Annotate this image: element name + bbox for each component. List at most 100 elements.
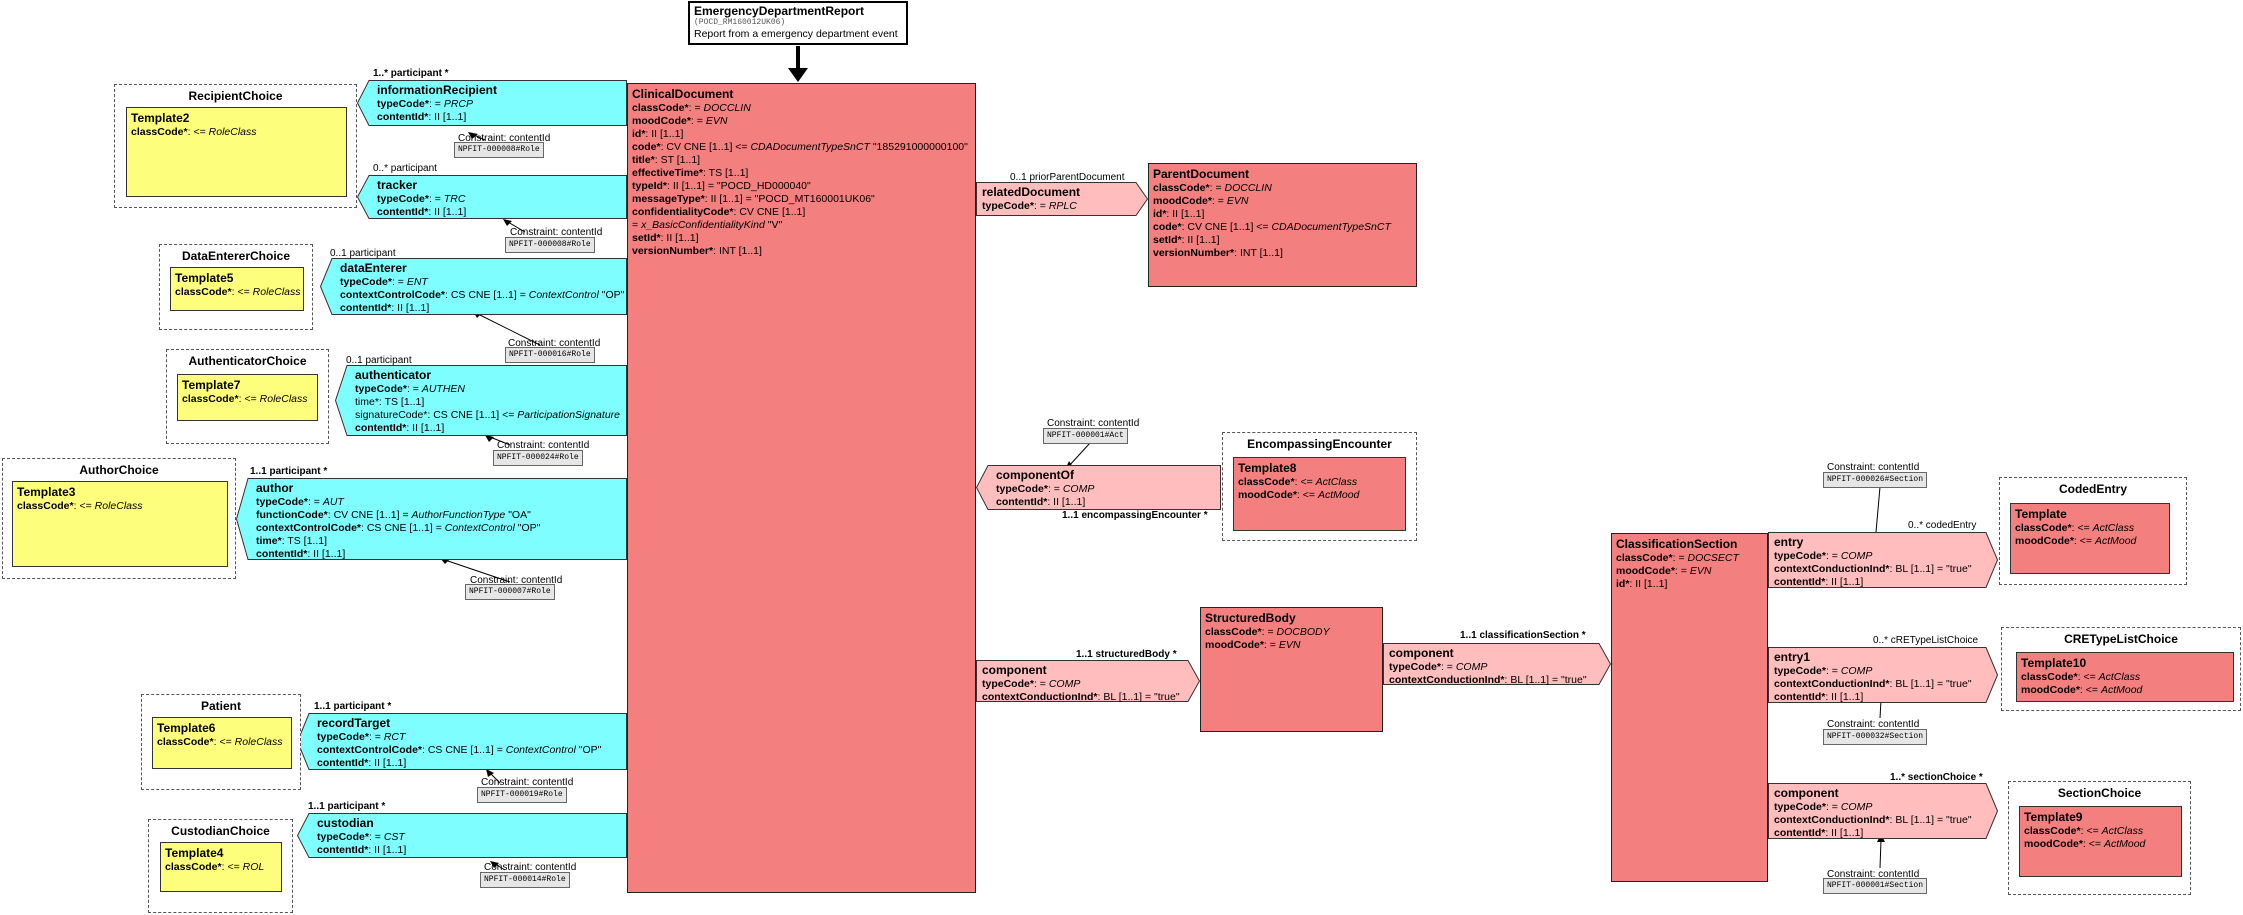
entry-cid: NPFIT-000026#Section — [1823, 472, 1928, 488]
attribute-line: classCode*: = DOCCLIN — [1153, 182, 1272, 194]
attribute-line: contextConductionInd*: BL [1..1] = "true… — [1774, 563, 1972, 575]
related-document-cardinality: 0..1 priorParentDocument — [1010, 172, 1125, 183]
arrow-shape — [1768, 783, 1998, 839]
record-target-cardinality: 1..1 participant * — [314, 701, 392, 712]
attribute-line: title*: ST [1..1] — [632, 154, 701, 166]
template10-title: Template10 — [2021, 656, 2087, 670]
attribute-line: contentId*: II [1..1] — [317, 844, 407, 856]
attribute-line: typeCode*: = COMP — [1774, 801, 1873, 813]
header-title: EmergencyDepartmentReport — [694, 4, 865, 18]
attribute-line: signatureCode*: CS CNE [1..1] <= Partici… — [355, 409, 620, 421]
component-body-cardinality: 1..1 structuredBody * — [1076, 649, 1177, 660]
attribute-line: contentId*: II [1..1] — [317, 757, 407, 769]
author-choice-title: AuthorChoice — [79, 463, 159, 477]
component-section-title: component — [1389, 646, 1454, 660]
attribute-line: classCode*: = DOCCLIN — [632, 102, 751, 114]
structured-body-title: StructuredBody — [1205, 611, 1296, 625]
attribute-line: effectiveTime*: TS [1..1] — [632, 167, 749, 179]
attribute-line: classCode*: <= ActClass — [2015, 522, 2135, 534]
attribute-line: typeCode*: = PRCP — [377, 98, 474, 110]
component-of-cid: NPFIT-000001#Act — [1043, 428, 1128, 444]
template7-box: Template7 classCode*: <= RoleClass — [177, 374, 318, 421]
recipient-choice: RecipientChoice Template2 classCode*: <=… — [114, 84, 357, 208]
attribute-line: typeId*: II [1..1] = "POCD_HD000040" — [632, 180, 811, 192]
template3-attr: classCode*: <= RoleClass — [17, 500, 143, 512]
arrow-shape — [335, 365, 627, 436]
attribute-line: contextControlCode*: CS CNE [1..1] = Con… — [256, 522, 541, 534]
record-target-constraint: Constraint: contentId — [481, 777, 574, 788]
tracker-constraint: Constraint: contentId — [510, 227, 603, 238]
component-sub-constraint: Constraint: contentId — [1827, 869, 1920, 880]
information-recipient-cid: NPFIT-000008#Role — [454, 142, 544, 158]
attribute-line: time*: TS [1..1] — [256, 535, 328, 547]
information-recipient-cardinality: 1..* participant * — [373, 68, 449, 79]
cre-type-list-title: CRETypeListChoice — [2064, 632, 2178, 646]
related-document-title: relatedDocument — [982, 185, 1081, 199]
information-recipient-constraint: Constraint: contentId — [458, 133, 551, 144]
attribute-line: contentId*: II [1..1] — [1774, 576, 1864, 588]
entry-title: entry — [1774, 535, 1804, 549]
attribute-line: id*: II [1..1] — [632, 128, 684, 140]
arrow-shape — [1383, 643, 1611, 685]
arrow-shape — [236, 478, 627, 560]
attribute-line: classCode*: <= ActClass — [2024, 825, 2144, 837]
entry1-cardinality: 0..* cRETypeListChoice — [1873, 635, 1979, 646]
template4-attr: classCode*: <= ROL — [165, 861, 265, 873]
header-subtitle: (POCD_RM160012UK06) — [694, 18, 786, 27]
arrow-shape — [976, 465, 1221, 510]
attribute-line: moodCode*: <= ActMood — [2015, 535, 2137, 547]
section-choice-title: SectionChoice — [2057, 786, 2142, 800]
template7-title: Template7 — [182, 378, 241, 392]
encompassing-encounter-title: EncompassingEncounter — [1247, 437, 1392, 451]
attribute-line: moodCode*: = EVN — [1205, 639, 1301, 651]
template4-title: Template4 — [165, 846, 224, 860]
attribute-line: typeCode*: = AUTHEN — [355, 383, 465, 395]
encompassing-encounter-choice: EncompassingEncounter Template8 classCod… — [1222, 432, 1417, 541]
attribute-line: versionNumber*: INT [1..1] — [632, 245, 762, 257]
template8-title: Template8 — [1238, 461, 1297, 475]
attribute-line: id*: II [1..1] — [1153, 208, 1205, 220]
custodian-choice-title: CustodianChoice — [171, 824, 270, 838]
entry-cardinality: 0..* codedEntry — [1908, 520, 1977, 531]
attribute-line: = x_BasicConfidentialityKind "V" — [632, 219, 783, 231]
attribute-line: setId*: II [1..1] — [1153, 234, 1220, 246]
attribute-line: classCode*: <= ActClass — [1238, 476, 1358, 488]
arrow-shape — [297, 813, 627, 858]
arrow-shape — [1768, 647, 1998, 703]
data-enterer-choice: DataEntererChoice Template5 classCode*: … — [159, 244, 313, 330]
component-sub-title: component — [1774, 786, 1839, 800]
custodian-title: custodian — [317, 816, 374, 830]
patient-choice-title: Patient — [200, 699, 241, 713]
author-constraint: Constraint: contentId — [470, 575, 563, 586]
template-title: Template — [2015, 507, 2067, 521]
custodian-cardinality: 1..1 participant * — [308, 801, 386, 812]
header-box: EmergencyDepartmentReport (POCD_RM160012… — [688, 1, 908, 45]
attribute-line: code*: CV CNE [1..1] <= CDADocumentTypeS… — [632, 141, 968, 153]
attribute-line: contentId*: II [1..1] — [256, 548, 346, 560]
authenticator-title: authenticator — [355, 368, 432, 382]
template2-title: Template2 — [131, 111, 190, 125]
attribute-line: messageType*: II [1..1] = "POCD_MT160001… — [632, 193, 875, 205]
attribute-line: contentId*: II [1..1] — [355, 422, 445, 434]
entry1-constraint: Constraint: contentId — [1827, 719, 1920, 730]
classification-section-title: ClassificationSection — [1616, 537, 1738, 551]
data-enterer-choice-title: DataEntererChoice — [181, 249, 291, 263]
attribute-line: contentId*: II [1..1] — [1774, 827, 1864, 839]
